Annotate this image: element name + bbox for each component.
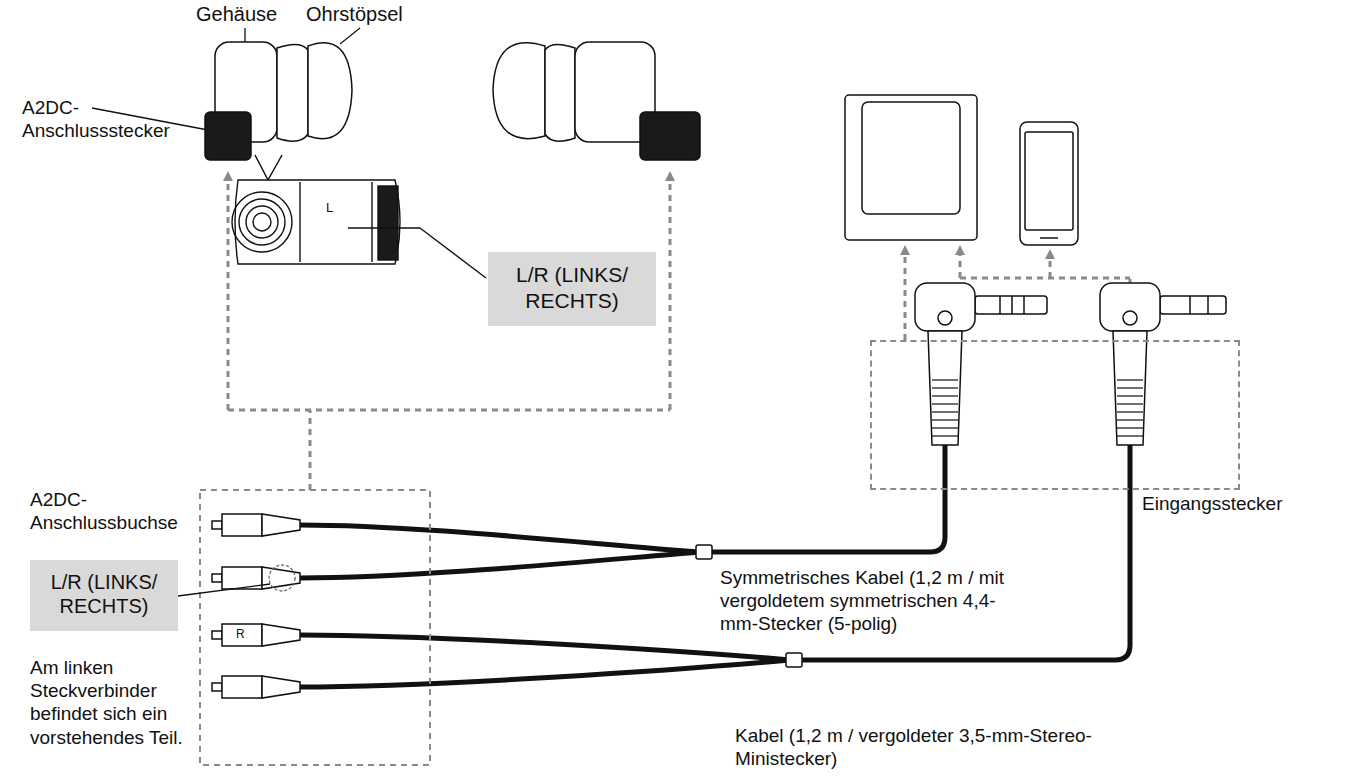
label-box: L/R (LINKS/ RECHTS) xyxy=(30,560,178,631)
note: Am linken Steckverbinder befindet sich e… xyxy=(30,656,198,749)
cable-description: Kabel (1,2 m / vergoldeter 3,5-mm-Stereo… xyxy=(735,724,1095,770)
part-name: A2DC- Anschlussstecker xyxy=(22,96,198,142)
label-box: L/R (LINKS/ RECHTS) xyxy=(488,252,656,326)
group-heading: Eingangsstecker xyxy=(1142,492,1282,515)
cable-description: Symmetrisches Kabel (1,2 m / mit vergold… xyxy=(720,566,1020,636)
part-name: A2DC- Anschlussbuchse xyxy=(30,488,195,534)
side-mark: L xyxy=(326,200,333,216)
part-name: Ohrstöpsel xyxy=(306,2,403,26)
part-name: Gehäuse xyxy=(196,2,277,26)
side-label: L/R (LINKS/ RECHTS) xyxy=(496,262,648,313)
side-mark: R xyxy=(236,627,245,642)
side-label: L/R (LINKS/ RECHTS) xyxy=(38,570,170,619)
plug-group-box: Eingangsstecker xyxy=(870,340,1240,490)
